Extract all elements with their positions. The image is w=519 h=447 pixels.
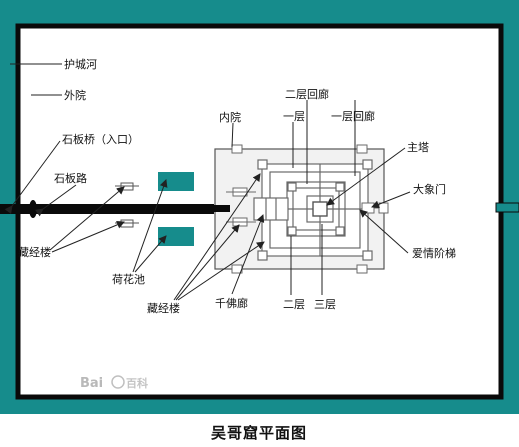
label-sutra-pavilion-left: 藏经楼 — [18, 245, 51, 259]
stone-road — [0, 204, 214, 214]
label-lotus-pond: 荷花池 — [112, 273, 145, 286]
label-first-floor: 一层 — [283, 110, 305, 123]
thousand-buddha-gallery — [253, 197, 289, 221]
label-thousand-buddha-gallery: 千佛廊 — [215, 296, 248, 310]
label-stone-road: 石板路 — [54, 171, 87, 185]
watermark-suffix: 百科 — [126, 376, 148, 390]
inner-sutra-pavilion-north — [226, 187, 256, 197]
corner-towers — [257, 159, 373, 261]
east-gate-gap — [495, 202, 519, 213]
caption-strip — [0, 414, 519, 447]
label-love-stairs: 爱情阶梯 — [412, 246, 456, 260]
leader-lines — [4, 63, 411, 301]
label-sutra-pavilion-bottom: 藏经楼 — [147, 301, 180, 315]
inner-sutra-pavilion-south — [226, 217, 256, 227]
label-third-floor: 三层 — [314, 298, 336, 311]
stone-bridge — [29, 200, 37, 218]
main-tower — [312, 201, 328, 217]
watermark-brand: Bai — [80, 376, 103, 391]
label-great-elephant-gate: 大象门 — [413, 182, 446, 196]
label-stone-bridge: 石板桥（入口） — [62, 132, 139, 146]
label-first-floor-corridor: 一层回廊 — [331, 109, 375, 123]
lotus-pond-south — [158, 227, 194, 246]
label-moat: 护城河 — [64, 57, 97, 71]
paw-logo — [111, 375, 125, 389]
diagram-caption: 吴哥窟平面图 — [211, 424, 307, 442]
label-inner-courtyard: 内院 — [219, 110, 241, 124]
label-second-floor: 二层 — [283, 298, 305, 311]
inner-causeway — [214, 205, 230, 212]
label-outer-courtyard: 外院 — [64, 88, 86, 102]
label-main-tower: 主塔 — [407, 141, 429, 154]
label-second-floor-corridor: 二层回廊 — [285, 87, 329, 101]
